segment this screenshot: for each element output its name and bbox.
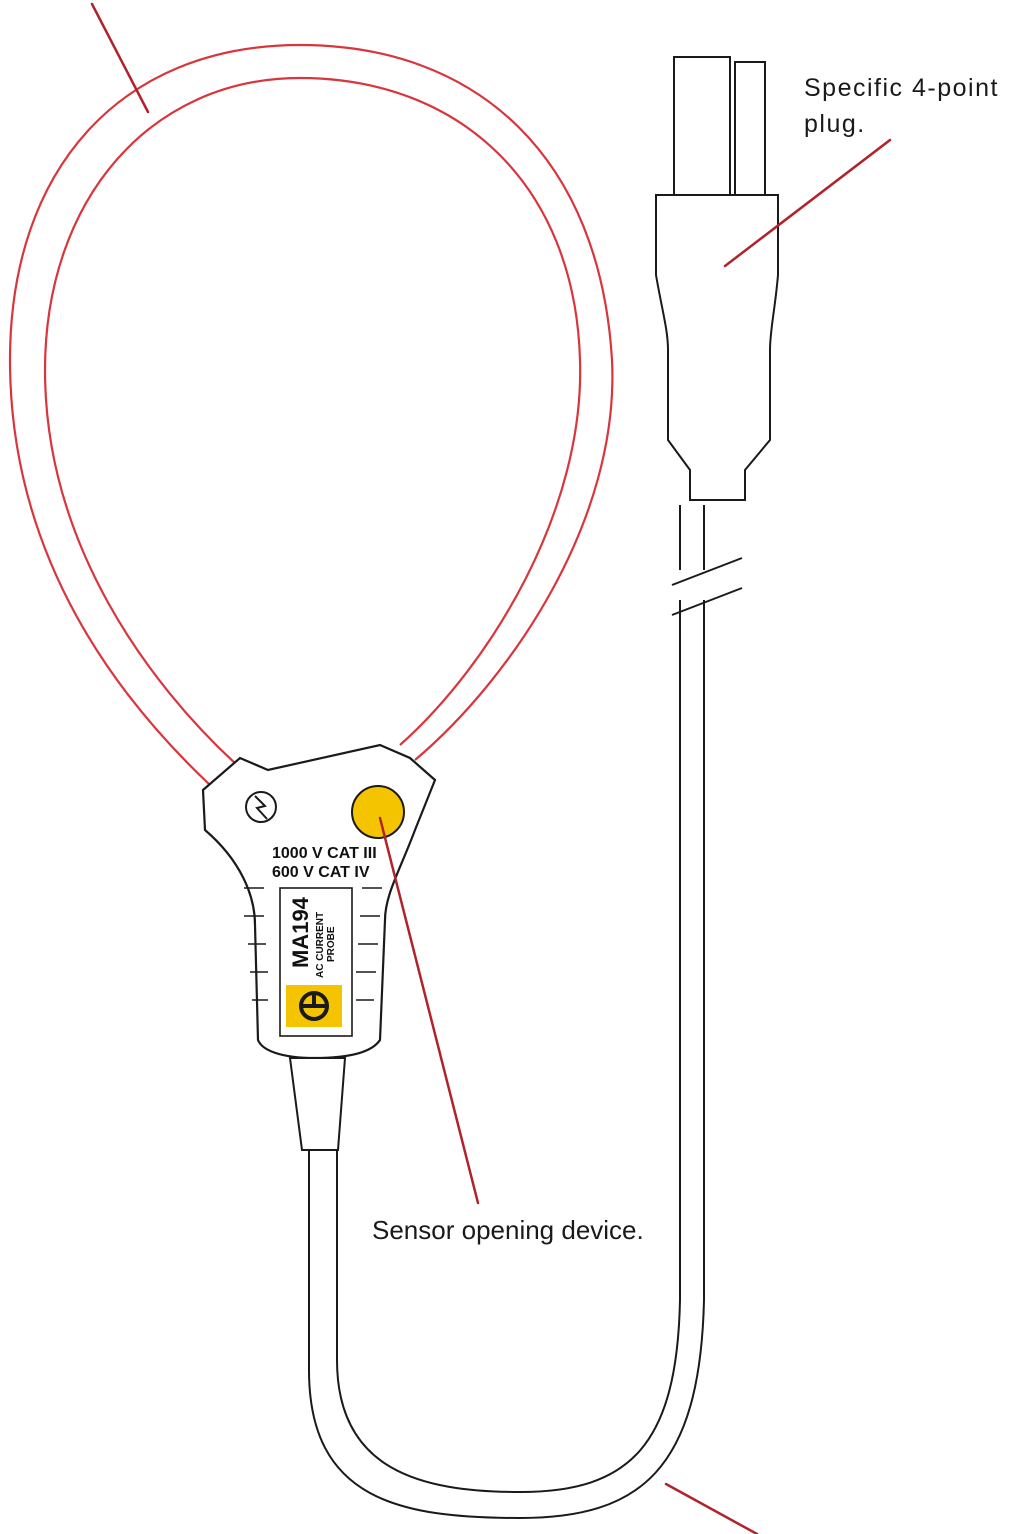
plug-callout-line-1: Specific 4-point — [804, 74, 999, 102]
model-label: MA194 — [288, 896, 313, 968]
lightning-circle-icon — [245, 791, 277, 823]
probe-type-line-2: PROBE — [326, 926, 337, 962]
strain-relief — [288, 1057, 347, 1151]
ca-logo-icon — [286, 985, 342, 1027]
grip-ribs — [244, 887, 382, 1001]
plug-callout: Specific 4-point plug. — [804, 70, 999, 142]
flexible-loop — [8, 43, 614, 786]
cable-left-edge — [308, 505, 705, 1520]
leader-loop — [90, 2, 150, 114]
loop-inner-edge — [43, 76, 582, 766]
sensor-opening-callout: Sensor opening device. — [372, 1215, 644, 1245]
leader-lines — [90, 2, 892, 1534]
plug-pin-right — [734, 61, 766, 198]
leader-sensor-opening — [378, 816, 480, 1205]
plug-callout-line-2: plug. — [804, 110, 866, 138]
rating-line-2: 600 V CAT IV — [272, 864, 370, 881]
leader-cable — [664, 1482, 759, 1534]
plug-body — [655, 194, 779, 501]
probe-head: 1000 V CAT III 600 V CAT IV MA194 AC CUR… — [201, 743, 437, 1151]
plug-pin-left — [673, 56, 731, 198]
probe-type-line-1: AC CURRENT — [315, 912, 326, 978]
loop-outer-edge — [8, 43, 614, 786]
leader-plug — [723, 138, 892, 268]
cable — [308, 505, 705, 1520]
cable-break-marks — [671, 557, 743, 616]
plug — [655, 56, 779, 501]
rating-line-1: 1000 V CAT III — [272, 845, 377, 862]
cable-right-edge — [336, 505, 681, 1494]
yellow-circle-button[interactable] — [351, 785, 405, 839]
